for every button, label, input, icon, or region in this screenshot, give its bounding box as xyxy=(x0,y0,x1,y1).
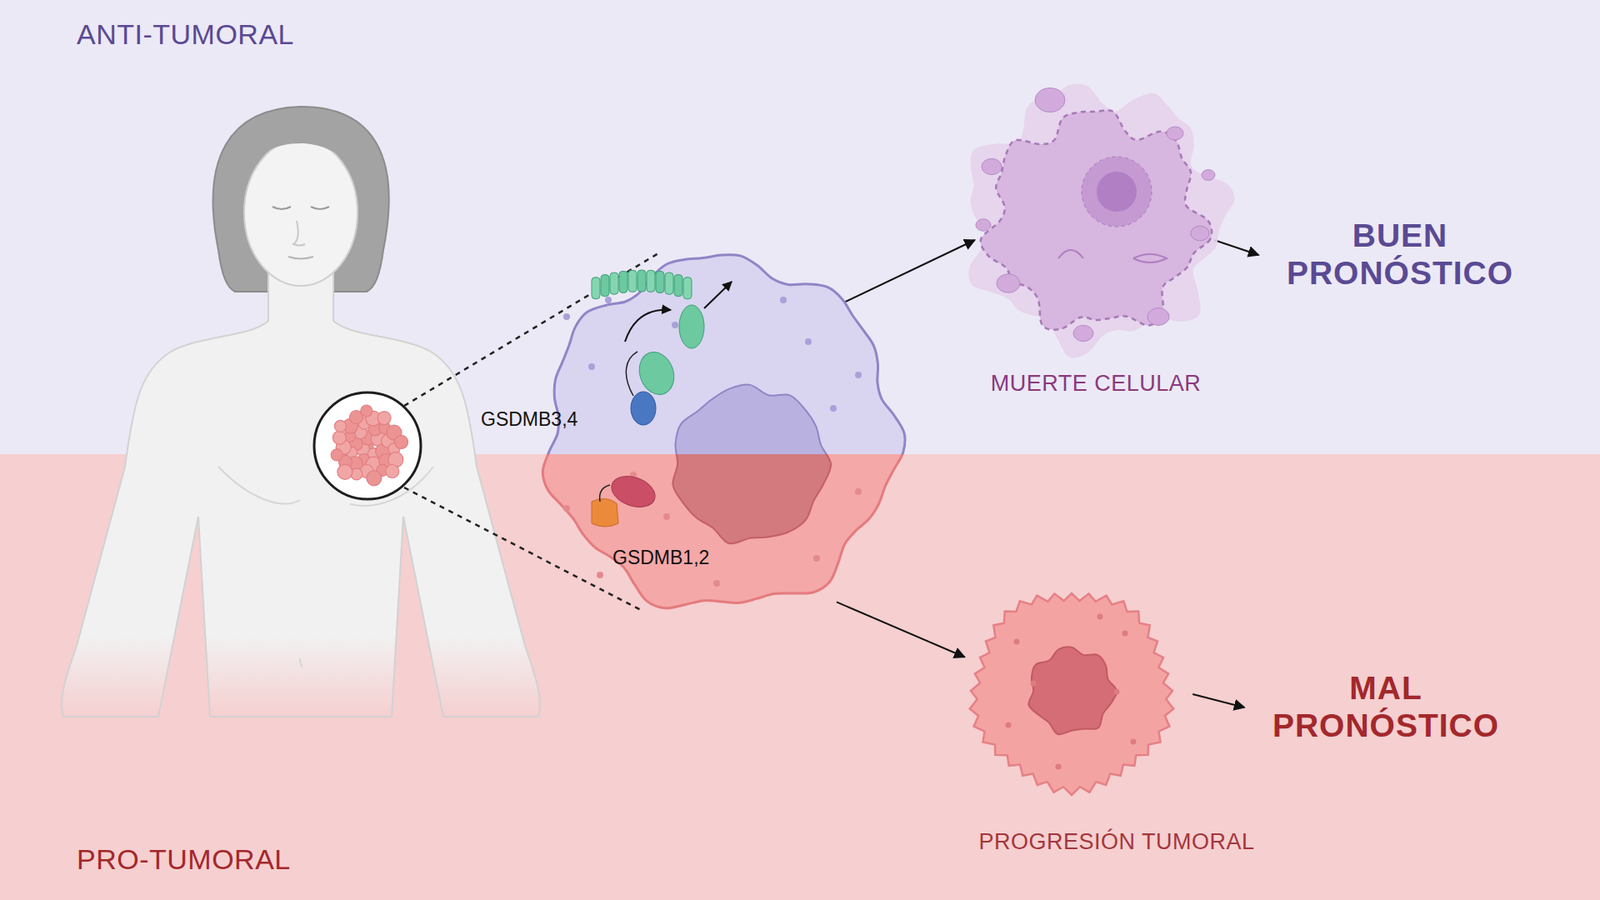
woman-figure xyxy=(61,106,540,717)
tumor-cell-dot xyxy=(395,435,409,449)
outcome-text: MAL PRONÓSTICO xyxy=(1252,670,1520,745)
outcome-text: BUEN PRONÓSTICO xyxy=(1266,217,1534,293)
nucleus xyxy=(1081,156,1152,227)
vesicle xyxy=(1005,722,1012,729)
zone-label: PRO-TUMORAL xyxy=(76,843,291,876)
apoptotic-body xyxy=(996,274,1020,293)
zone-label: ANTI-TUMORAL xyxy=(76,18,295,51)
nucleus xyxy=(672,454,831,544)
vesicle xyxy=(1114,689,1120,695)
vesicle xyxy=(855,488,862,495)
prognosis-text: BUEN PRONÓSTICO xyxy=(1266,217,1534,293)
gsdmb-protein xyxy=(633,347,680,400)
protein-label: GSDMB1,2 xyxy=(612,546,710,570)
vesicle xyxy=(805,338,812,345)
n-terminal-domain xyxy=(591,498,619,527)
link-line xyxy=(625,351,638,396)
link-line xyxy=(600,485,610,502)
n-terminal-domain xyxy=(630,391,656,425)
apoptotic-body xyxy=(1201,170,1215,181)
tumor-zoom-circle xyxy=(314,392,421,500)
vesicle xyxy=(596,571,604,579)
vesicle xyxy=(1030,680,1037,687)
tumor-cluster xyxy=(330,405,408,486)
tumor-cell-dot xyxy=(385,464,400,478)
tumor-cell-dot xyxy=(366,470,382,486)
apoptotic-body xyxy=(975,219,991,231)
vesicle xyxy=(1097,614,1104,620)
vesicle xyxy=(588,363,595,370)
tumor-cell-dot xyxy=(332,430,346,445)
nucleus xyxy=(672,385,831,455)
tumor-cell-dot xyxy=(330,449,343,461)
tumor-cell-dot xyxy=(337,464,353,480)
organelle xyxy=(1058,250,1167,263)
cell-diagram: GSDMB3,4GSDMB1,2 xyxy=(466,241,917,634)
vesicle xyxy=(813,555,820,562)
vesicle xyxy=(855,371,862,379)
cell-outline xyxy=(466,241,917,634)
cell-debris xyxy=(968,83,1235,358)
vesicle xyxy=(563,313,570,320)
gsdmb-pore xyxy=(591,270,692,300)
vesicle xyxy=(713,580,720,587)
apoptotic-body xyxy=(981,158,1002,175)
prognosis-text: MAL PRONÓSTICO xyxy=(1252,670,1520,745)
tumor-cell-dot xyxy=(377,411,391,425)
outcome-caption: MUERTE CELULAR xyxy=(958,370,1234,397)
process-arrow xyxy=(625,310,671,342)
apoptotic-body xyxy=(1147,308,1170,326)
tumor-cell-dot xyxy=(360,405,373,417)
apoptotic-body xyxy=(1035,88,1065,113)
cell-outline xyxy=(958,566,1275,859)
vesicle xyxy=(1055,764,1062,770)
vesicle xyxy=(605,296,612,304)
vesicle xyxy=(1014,639,1020,645)
gsdmb-fragment xyxy=(679,305,705,349)
vesicle xyxy=(830,405,837,412)
dying-cell: MUERTE CELULAR xyxy=(958,66,1234,400)
tumor-cell-dot xyxy=(334,420,346,432)
nucleus xyxy=(1028,646,1117,735)
nucleolus xyxy=(1096,171,1137,212)
protein-label: GSDMB3,4 xyxy=(480,408,578,431)
dying-cell-membrane xyxy=(980,110,1212,330)
process-arrow xyxy=(704,281,732,309)
apoptotic-body xyxy=(1073,325,1094,341)
flow-arrow xyxy=(1214,240,1260,255)
tumor-cell: PROGRESIÓN TUMORAL xyxy=(958,566,1275,859)
tumor-cell-membrane xyxy=(970,593,1174,795)
vesicle xyxy=(1122,630,1129,637)
vesicle xyxy=(663,513,670,520)
apoptotic-body xyxy=(1190,225,1210,241)
vesicle xyxy=(780,296,787,304)
vesicle xyxy=(1130,739,1137,745)
flow-arrow xyxy=(836,601,965,657)
outcome-caption: PROGRESIÓN TUMORAL xyxy=(958,829,1275,855)
flow-arrow xyxy=(836,240,975,306)
vesicle xyxy=(563,505,570,512)
flow-arrow xyxy=(1192,694,1245,708)
apoptotic-body xyxy=(1166,126,1184,140)
cell-outline xyxy=(958,66,1234,400)
cell-membrane xyxy=(542,255,905,455)
vesicle xyxy=(671,321,679,329)
cell-membrane xyxy=(542,454,905,609)
